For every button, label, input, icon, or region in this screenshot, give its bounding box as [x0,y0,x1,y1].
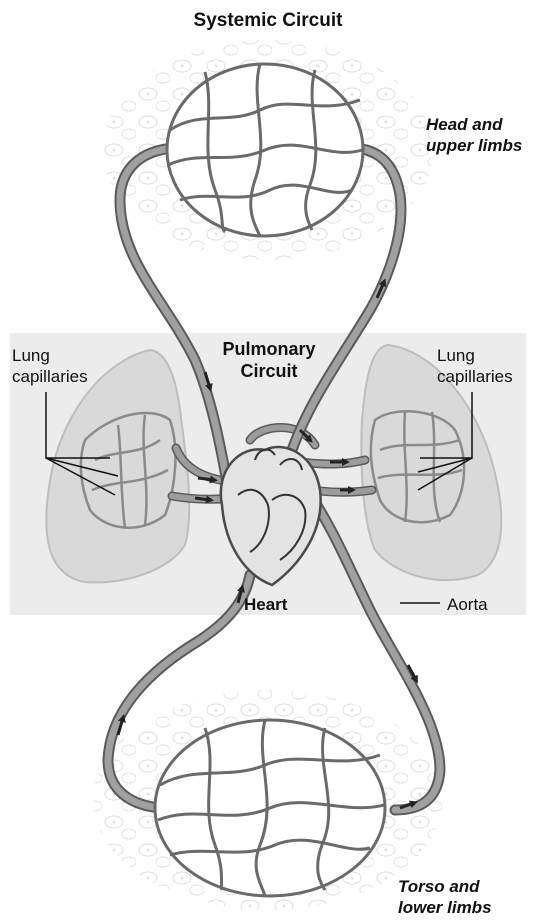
head-label-line2: upper limbs [426,135,522,156]
head-label: Head and upper limbs [426,114,522,156]
pulmonary-label-line1: Pulmonary [205,338,333,360]
aorta-label: Aorta [447,594,488,615]
lung-right-label-line2: capillaries [437,366,513,387]
upper-capillary-bed [167,64,363,236]
head-label-line1: Head and [426,114,522,135]
heart-label: Heart [244,594,287,615]
lung-left-label: Lung capillaries [12,345,88,387]
lung-left-label-line1: Lung [12,345,88,366]
torso-label: Torso and lower limbs [398,876,492,918]
pulmonary-label-line2: Circuit [205,360,333,382]
torso-label-line2: lower limbs [398,897,492,918]
pulmonary-label: Pulmonary Circuit [205,338,333,382]
lung-left-label-line2: capillaries [12,366,88,387]
torso-label-line1: Torso and [398,876,492,897]
diagram-title: Systemic Circuit [0,10,536,32]
lower-capillary-bed [155,720,385,896]
lung-right-label: Lung capillaries [437,345,513,387]
lung-right-label-line1: Lung [437,345,513,366]
